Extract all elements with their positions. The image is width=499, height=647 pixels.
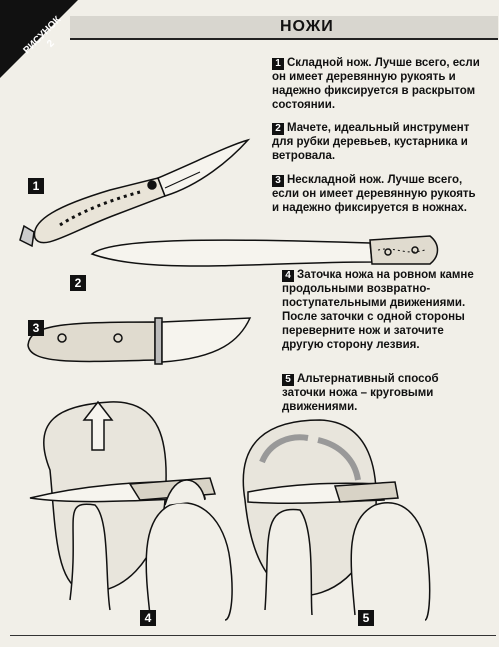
figure-number-2: 2 [70, 275, 86, 291]
figure-number-5: 5 [358, 610, 374, 626]
caption-number: 4 [282, 270, 294, 282]
fixed-knife-drawing [27, 317, 252, 365]
sharpening-circular-drawing [242, 419, 431, 621]
caption-number: 3 [272, 175, 284, 187]
bottom-rule [10, 635, 496, 636]
caption-text: Мачете, идеальный инструмент для рубки д… [272, 122, 470, 162]
caption-text: Альтернативный способ заточки ножа – кру… [282, 373, 439, 413]
caption-number: 2 [272, 123, 284, 135]
corner-triangle [0, 0, 78, 78]
caption-text: Нескладной нож. Лучше всего, если он име… [272, 174, 476, 214]
figure-number-1: 1 [28, 178, 44, 194]
caption-text: Заточка ножа на ровном камне продольными… [282, 269, 474, 351]
caption-text: Складной нож. Лучше всего, если он имеет… [272, 57, 480, 111]
figure-number-3: 3 [28, 320, 44, 336]
sharpening-linear-drawing [29, 400, 233, 621]
caption-number: 1 [272, 58, 284, 70]
machete-drawing [90, 235, 439, 267]
figure-number-4: 4 [140, 610, 156, 626]
folding-knife-drawing [19, 138, 251, 248]
caption-number: 5 [282, 374, 294, 386]
header-bar [70, 16, 498, 40]
page-title: НОЖИ [280, 18, 334, 35]
